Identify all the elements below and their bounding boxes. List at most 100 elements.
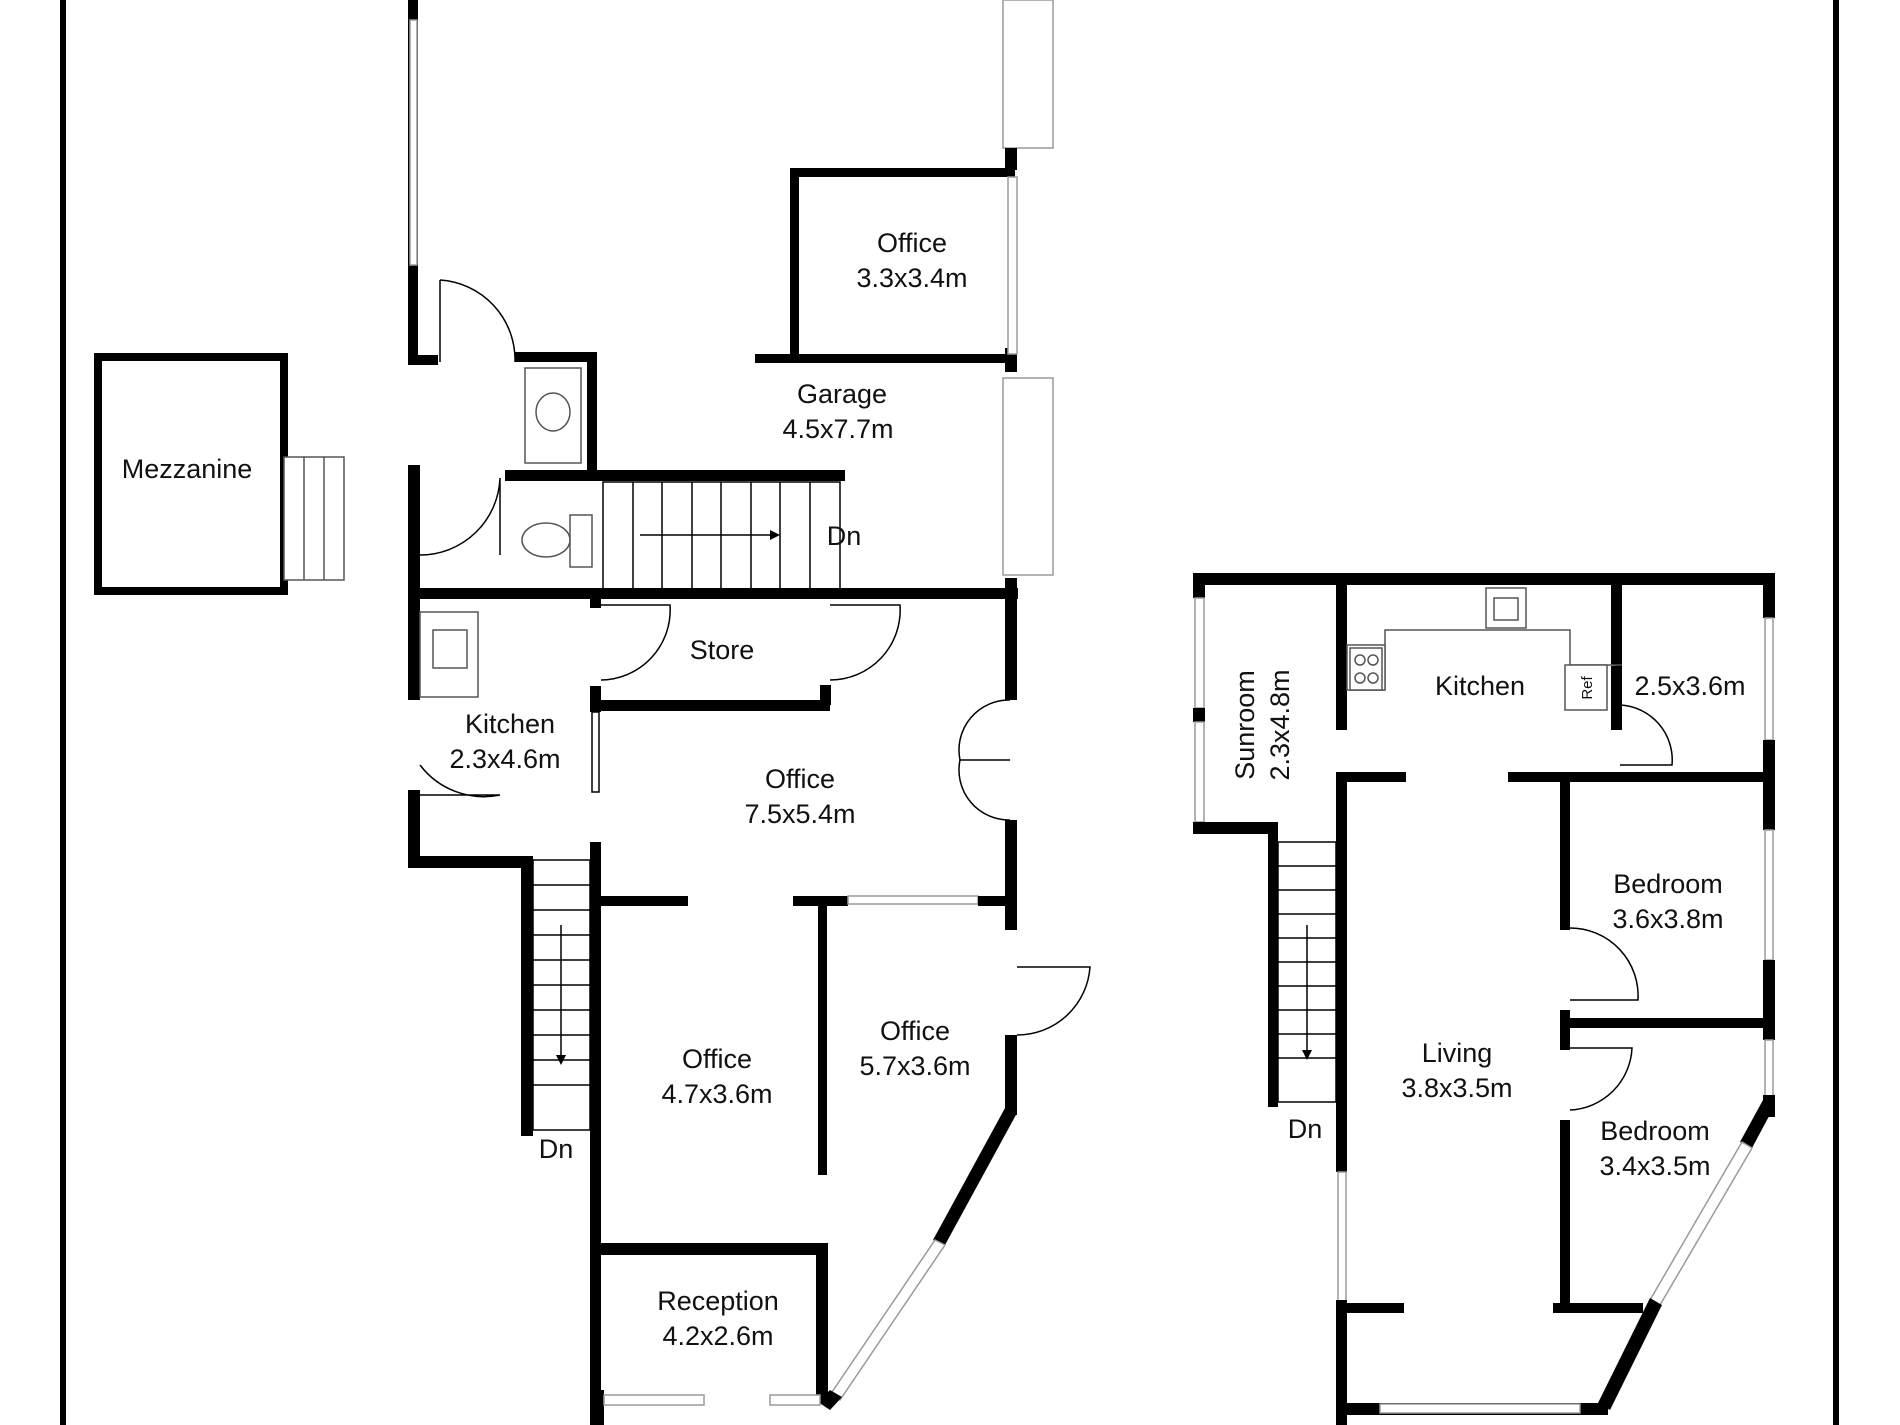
window [1379, 1403, 1581, 1414]
wall [1193, 822, 1273, 834]
door-swing [419, 477, 501, 556]
wall [1336, 772, 1406, 782]
room-size: 4.7x3.6m [661, 1079, 772, 1109]
wall [590, 595, 601, 608]
bay-wall [1598, 1298, 1662, 1410]
wall [816, 1243, 828, 1403]
room-size: 4.5x7.7m [782, 414, 893, 444]
wall [1560, 1010, 1570, 1050]
wall [1553, 1303, 1643, 1313]
wall [1193, 573, 1205, 598]
lower-stairs [532, 859, 591, 1131]
double-door [958, 699, 1011, 821]
door-swing [439, 279, 516, 363]
wall [1336, 772, 1347, 1172]
room-name: Office [880, 1016, 950, 1046]
window [1337, 1171, 1347, 1305]
frame-right [1833, 0, 1839, 1425]
wall [590, 1390, 604, 1425]
wall [600, 700, 830, 711]
room-name: Store [690, 635, 755, 665]
window [1764, 829, 1774, 961]
room-name: Bedroom [1613, 869, 1723, 899]
fridge-label: Ref [1579, 675, 1596, 699]
upper-floor: Ref Sunroom 2.3x4.8m Kitchen 2.5x3.6m Be… [1193, 573, 1775, 1425]
window [1007, 176, 1018, 355]
wall [978, 896, 1016, 906]
garage-door-panel [1002, 0, 1054, 149]
wall [590, 842, 601, 1402]
bay-wall [1740, 1100, 1775, 1148]
wall [1268, 822, 1278, 1107]
window [409, 19, 418, 266]
wall [420, 588, 1018, 599]
kitchen-sink-icon [1485, 587, 1527, 629]
stair-label: Dn [539, 1134, 574, 1164]
wall [1560, 780, 1570, 930]
window [603, 1394, 705, 1406]
fridge-icon: Ref [1564, 664, 1608, 711]
window [1194, 721, 1205, 823]
room-name: Kitchen [1435, 671, 1525, 701]
toilet-icon [521, 514, 593, 568]
wall [1193, 708, 1205, 722]
wall [1005, 148, 1017, 170]
stair-label: Dn [827, 521, 862, 551]
wall [408, 465, 420, 595]
wall [600, 896, 688, 906]
wall [755, 354, 1015, 363]
wall [1005, 820, 1017, 930]
wall [1611, 585, 1622, 730]
door-swing [600, 604, 671, 681]
door-swing [829, 604, 901, 681]
wall [1336, 1303, 1404, 1313]
wall [1560, 1120, 1570, 1310]
room-size: 3.6x3.8m [1612, 904, 1723, 934]
room-size: 3.4x3.5m [1599, 1151, 1710, 1181]
bay-wall [818, 1390, 842, 1410]
room-name: Office [877, 228, 947, 258]
window [1194, 597, 1205, 709]
wall [790, 168, 1015, 177]
wall [408, 856, 533, 868]
garage-stairs [602, 481, 841, 593]
room-name: Sunroom [1230, 670, 1260, 780]
wall [1763, 740, 1775, 830]
door-jamb [591, 711, 600, 793]
garage-door-panel [1002, 377, 1054, 576]
window [1764, 1039, 1774, 1101]
wall [600, 1243, 828, 1255]
wall [1336, 1300, 1347, 1425]
wall [408, 355, 438, 365]
bay-window [828, 1239, 947, 1401]
room-size: 5.7x3.6m [859, 1051, 970, 1081]
door-swing [1619, 704, 1673, 766]
window [847, 895, 979, 905]
room-name: Garage [797, 379, 887, 409]
door-swing [419, 764, 501, 798]
wall [515, 352, 595, 362]
window [769, 1394, 821, 1406]
basin-icon [524, 367, 582, 464]
room-name: Mezzanine [122, 454, 253, 484]
wall [1193, 573, 1775, 585]
room-name: Bedroom [1600, 1116, 1710, 1146]
wall [1005, 578, 1017, 700]
wall [408, 588, 420, 700]
room-name: Reception [657, 1286, 779, 1316]
wall [1763, 573, 1775, 618]
door-swing [1569, 1047, 1633, 1111]
room-name: Kitchen [465, 709, 555, 739]
wall [521, 856, 533, 1136]
bay-wall [933, 1108, 1017, 1245]
wall [590, 686, 601, 712]
wall [1508, 772, 1775, 782]
room-size: 2.5x3.6m [1634, 671, 1745, 701]
wall [1336, 585, 1347, 730]
wall [818, 900, 827, 1175]
wall [587, 352, 597, 477]
kitchen-sink-icon [419, 611, 479, 698]
door-swing [1016, 966, 1091, 1036]
upper-stairs [1277, 841, 1337, 1103]
